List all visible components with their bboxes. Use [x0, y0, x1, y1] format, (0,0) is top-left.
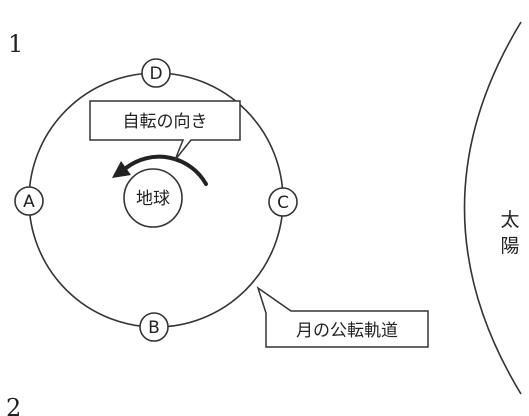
moon-orbit-callout-box — [256, 286, 429, 348]
moon-orbit-label: 月の公転軌道 — [296, 321, 398, 341]
sun-arc — [463, 21, 522, 395]
position-marker-b: B — [139, 312, 169, 342]
rotation-arrow-arc — [124, 154, 208, 186]
sun-label-char-1: 太 — [500, 209, 519, 231]
problem-number-1: 1 — [8, 30, 23, 58]
position-marker-c: C — [268, 187, 298, 217]
rotation-callout-box — [89, 100, 241, 161]
sun-label-char-2: 陽 — [500, 235, 519, 257]
rotation-arrow-head-icon — [112, 161, 131, 178]
rotation-direction-label: 自転の向き — [123, 112, 208, 132]
position-label-c: C — [277, 193, 289, 213]
position-label-b: B — [148, 318, 160, 338]
position-marker-a: A — [14, 186, 44, 216]
position-marker-d: D — [141, 58, 171, 88]
earth-label: 地球 — [136, 189, 170, 209]
position-label-d: D — [149, 64, 162, 84]
position-label-a: A — [23, 192, 35, 212]
problem-number-2: 2 — [6, 394, 21, 416]
earth-circle — [123, 168, 183, 228]
